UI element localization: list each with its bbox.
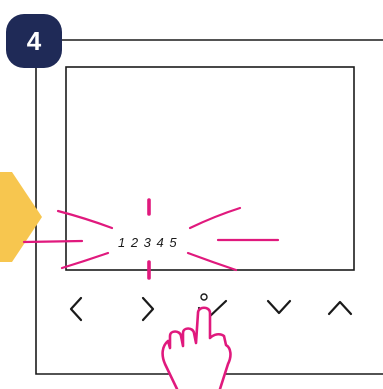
down-arrow-button[interactable] [268, 301, 290, 313]
right-arrow-button[interactable] [143, 298, 153, 320]
chevron-down-icon [268, 301, 290, 313]
chevron-up-icon [329, 302, 351, 314]
device-screen [66, 67, 354, 270]
left-arrow-button[interactable] [71, 298, 81, 320]
up-arrow-button[interactable] [329, 302, 351, 314]
confirm-dot-icon [201, 294, 207, 300]
hand-outline [163, 308, 231, 389]
display-digits: 1 2 3 4 5 [118, 235, 178, 250]
pressing-hand-icon [163, 308, 231, 389]
ray-left-mid [24, 241, 82, 242]
step-number: 4 [27, 26, 42, 56]
chevron-left-icon [71, 298, 81, 320]
chevron-right-icon [143, 298, 153, 320]
